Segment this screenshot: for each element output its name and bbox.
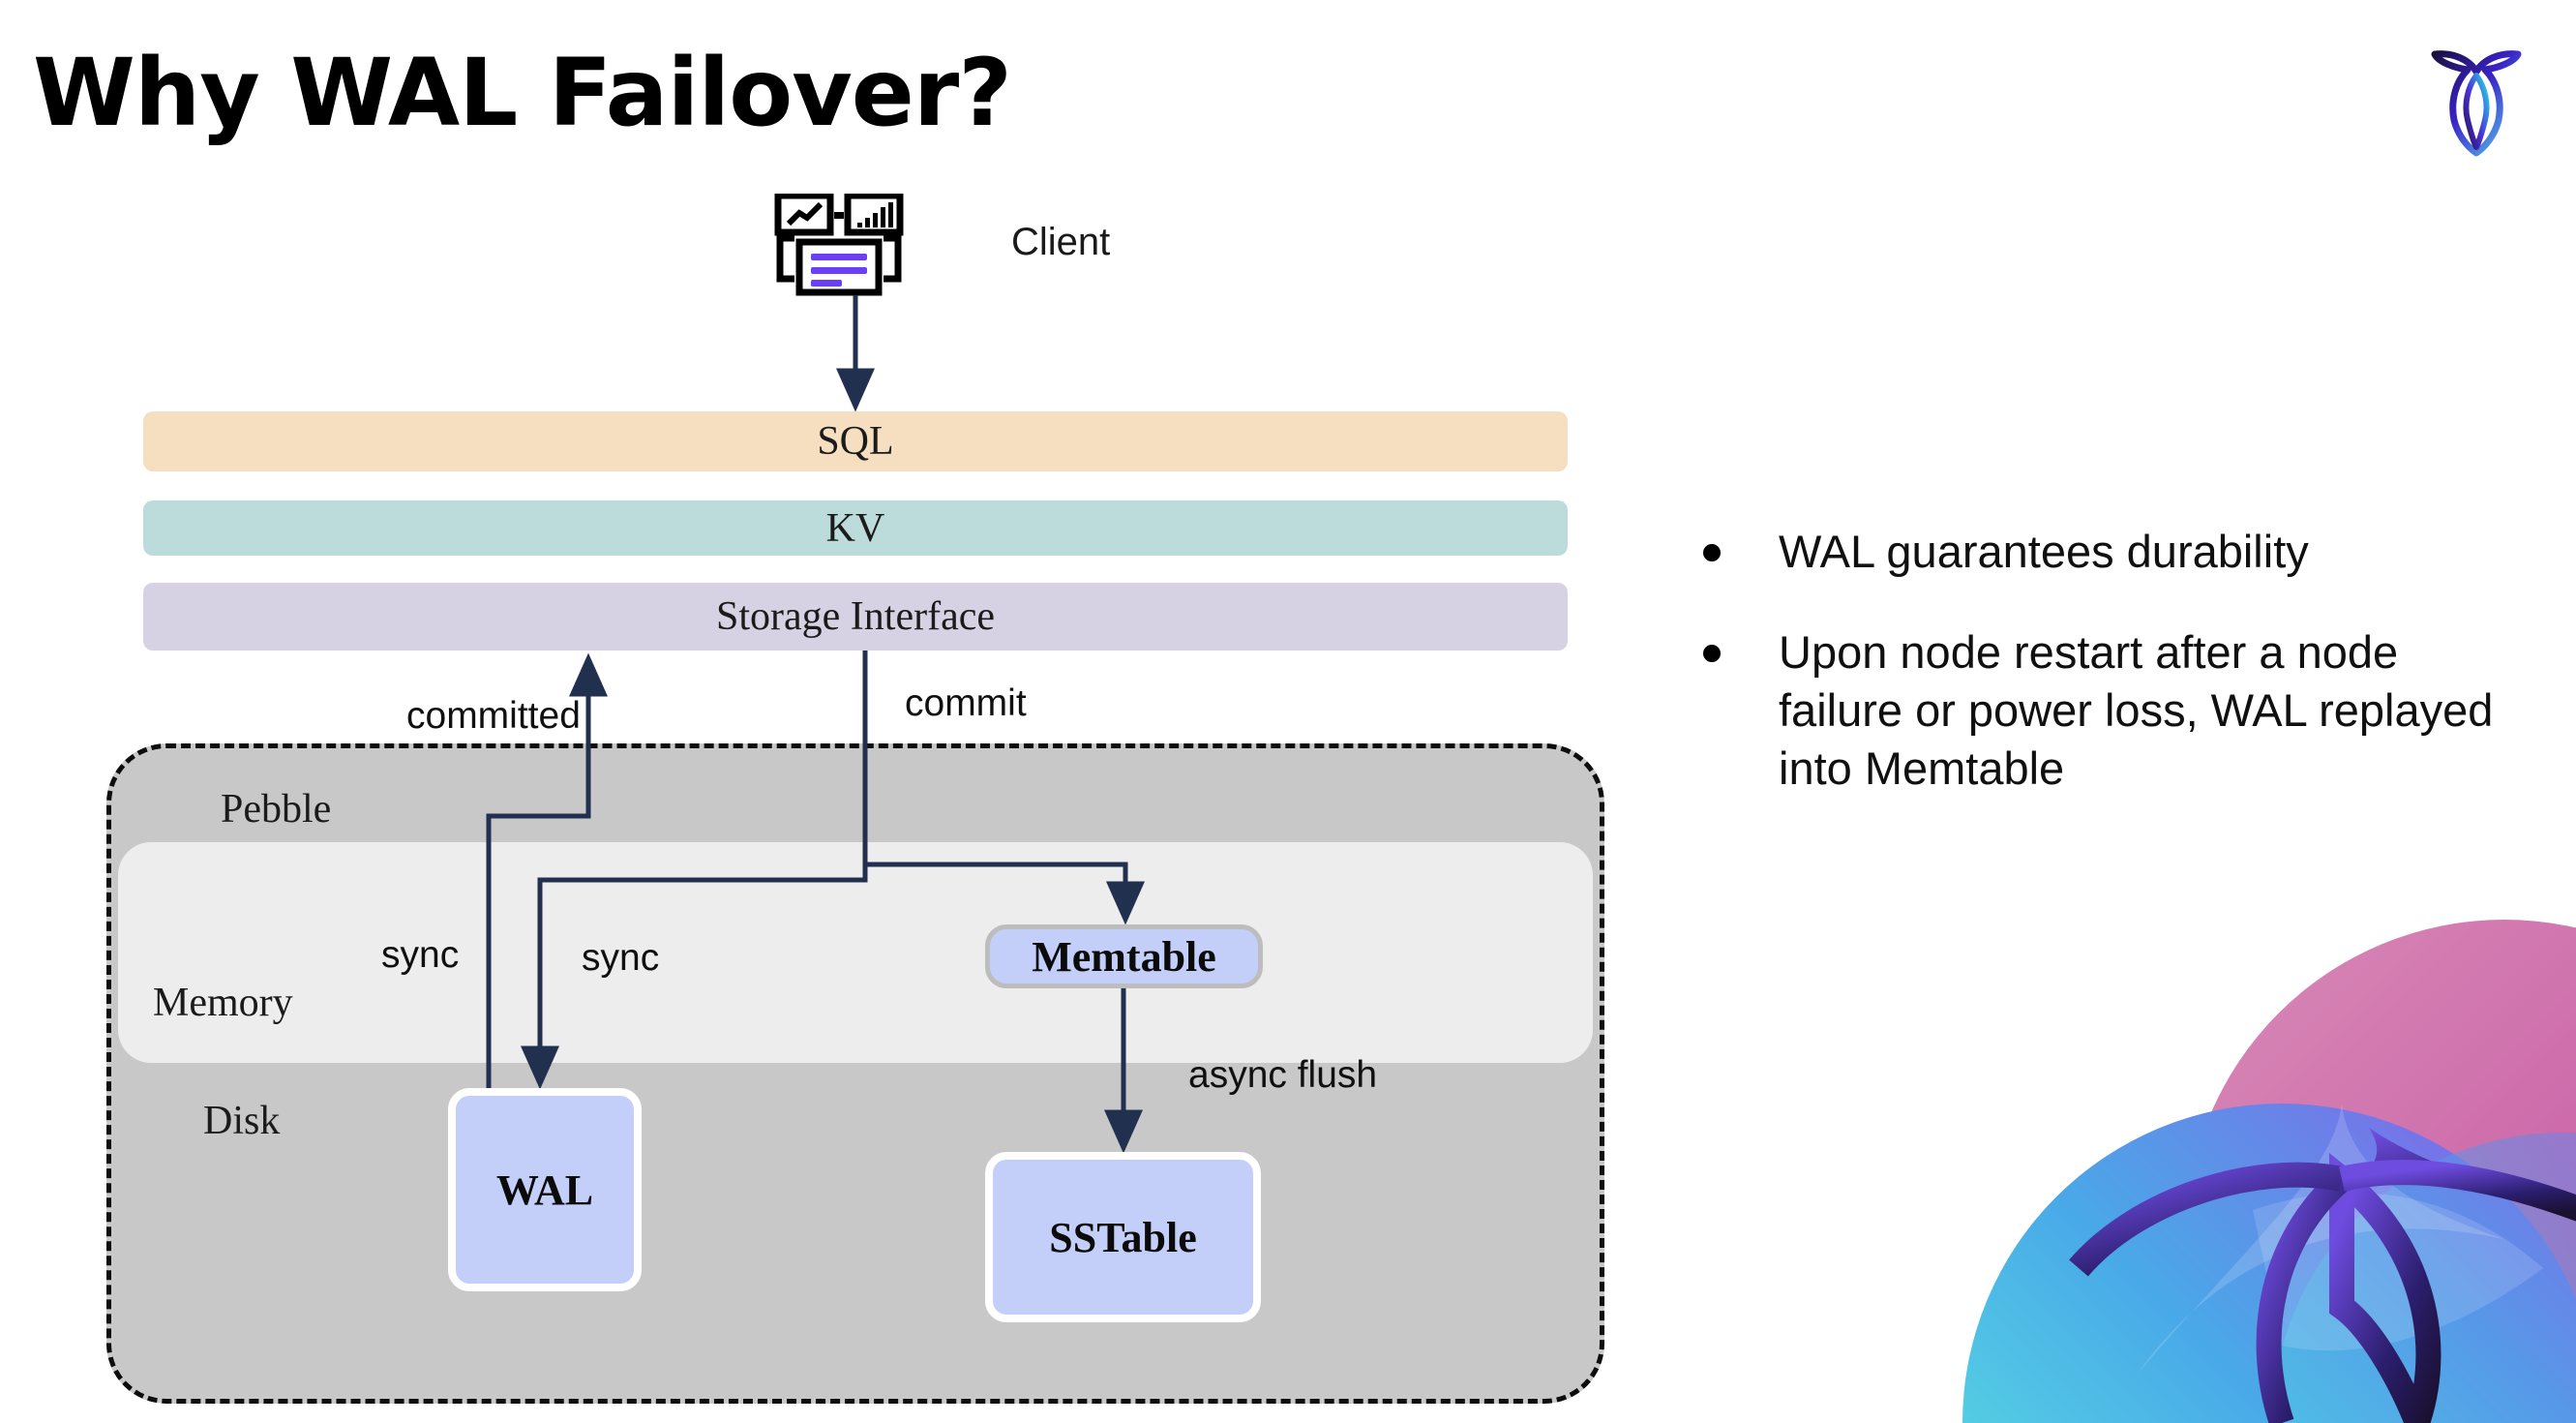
- client-monitor-icon: [774, 192, 929, 300]
- node-label-sstable: SSTable: [1049, 1213, 1197, 1261]
- bullet-dot-icon: [1703, 645, 1721, 663]
- bullet-list: WAL guarantees durability Upon node rest…: [1703, 523, 2506, 841]
- edge-label-sync-right: sync: [582, 937, 660, 979]
- client-label: Client: [1011, 221, 1111, 263]
- edge-label-committed: committed: [406, 695, 581, 737]
- list-item: Upon node restart after a node failure o…: [1703, 623, 2506, 798]
- edge-label-sync-left: sync: [381, 934, 460, 976]
- layer-bar-kv: KV: [143, 500, 1568, 556]
- list-item: WAL guarantees durability: [1703, 523, 2506, 581]
- layer-bar-sql: SQL: [143, 411, 1568, 471]
- page-title: Why WAL Failover?: [33, 39, 1012, 147]
- layer-label-sql: SQL: [817, 419, 894, 464]
- node-memtable: Memtable: [985, 924, 1263, 988]
- cockroachdb-logo-icon: [2413, 33, 2539, 159]
- layer-label-storage-interface: Storage Interface: [716, 594, 995, 639]
- node-label-wal: WAL: [495, 1166, 594, 1214]
- disk-label: Disk: [203, 1099, 281, 1143]
- layer-label-kv: KV: [825, 505, 885, 551]
- bullet-text: Upon node restart after a node failure o…: [1779, 626, 2494, 795]
- layer-bar-storage-interface: Storage Interface: [143, 583, 1568, 651]
- node-sstable: SSTable: [985, 1152, 1261, 1322]
- pebble-label: Pebble: [221, 787, 332, 832]
- memory-label: Memory: [153, 981, 293, 1025]
- node-wal: WAL: [448, 1088, 642, 1291]
- edge-label-commit: commit: [905, 682, 1027, 724]
- node-label-memtable: Memtable: [1032, 932, 1216, 981]
- edge-label-async-flush: async flush: [1188, 1054, 1378, 1096]
- bullet-text: WAL guarantees durability: [1779, 526, 2309, 577]
- bullet-dot-icon: [1703, 544, 1721, 561]
